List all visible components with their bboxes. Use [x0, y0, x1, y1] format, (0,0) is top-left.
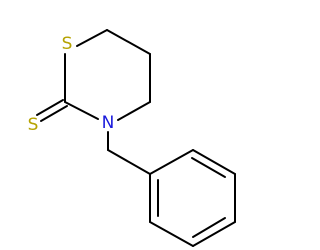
bond-c4-n3 — [117, 101, 151, 121]
bond-ph-c2-c3 — [192, 149, 236, 175]
bond-ph-c4-c5 — [192, 221, 236, 247]
bond-c6-c5 — [106, 29, 151, 55]
molecule-structure: S S N — [28, 29, 236, 247]
bond-n3-c2 — [64, 101, 99, 120]
bond-ph-c1-c2 — [149, 149, 194, 175]
bond-ch2-phenyl — [107, 149, 151, 175]
bond-ph-inner-1 — [191, 157, 226, 178]
bond-c2-s-thione-a — [36, 99, 64, 116]
bond-s1-c6 — [76, 29, 108, 47]
bond-ph-inner-2 — [192, 217, 226, 238]
atom-label-sulfur-ring: S — [62, 34, 73, 54]
atom-label-nitrogen: N — [102, 113, 115, 133]
atom-label-sulfur-thione: S — [28, 115, 39, 135]
bond-c2-s-thione-b — [40, 105, 68, 122]
bond-ph-c5-c6 — [149, 221, 194, 247]
